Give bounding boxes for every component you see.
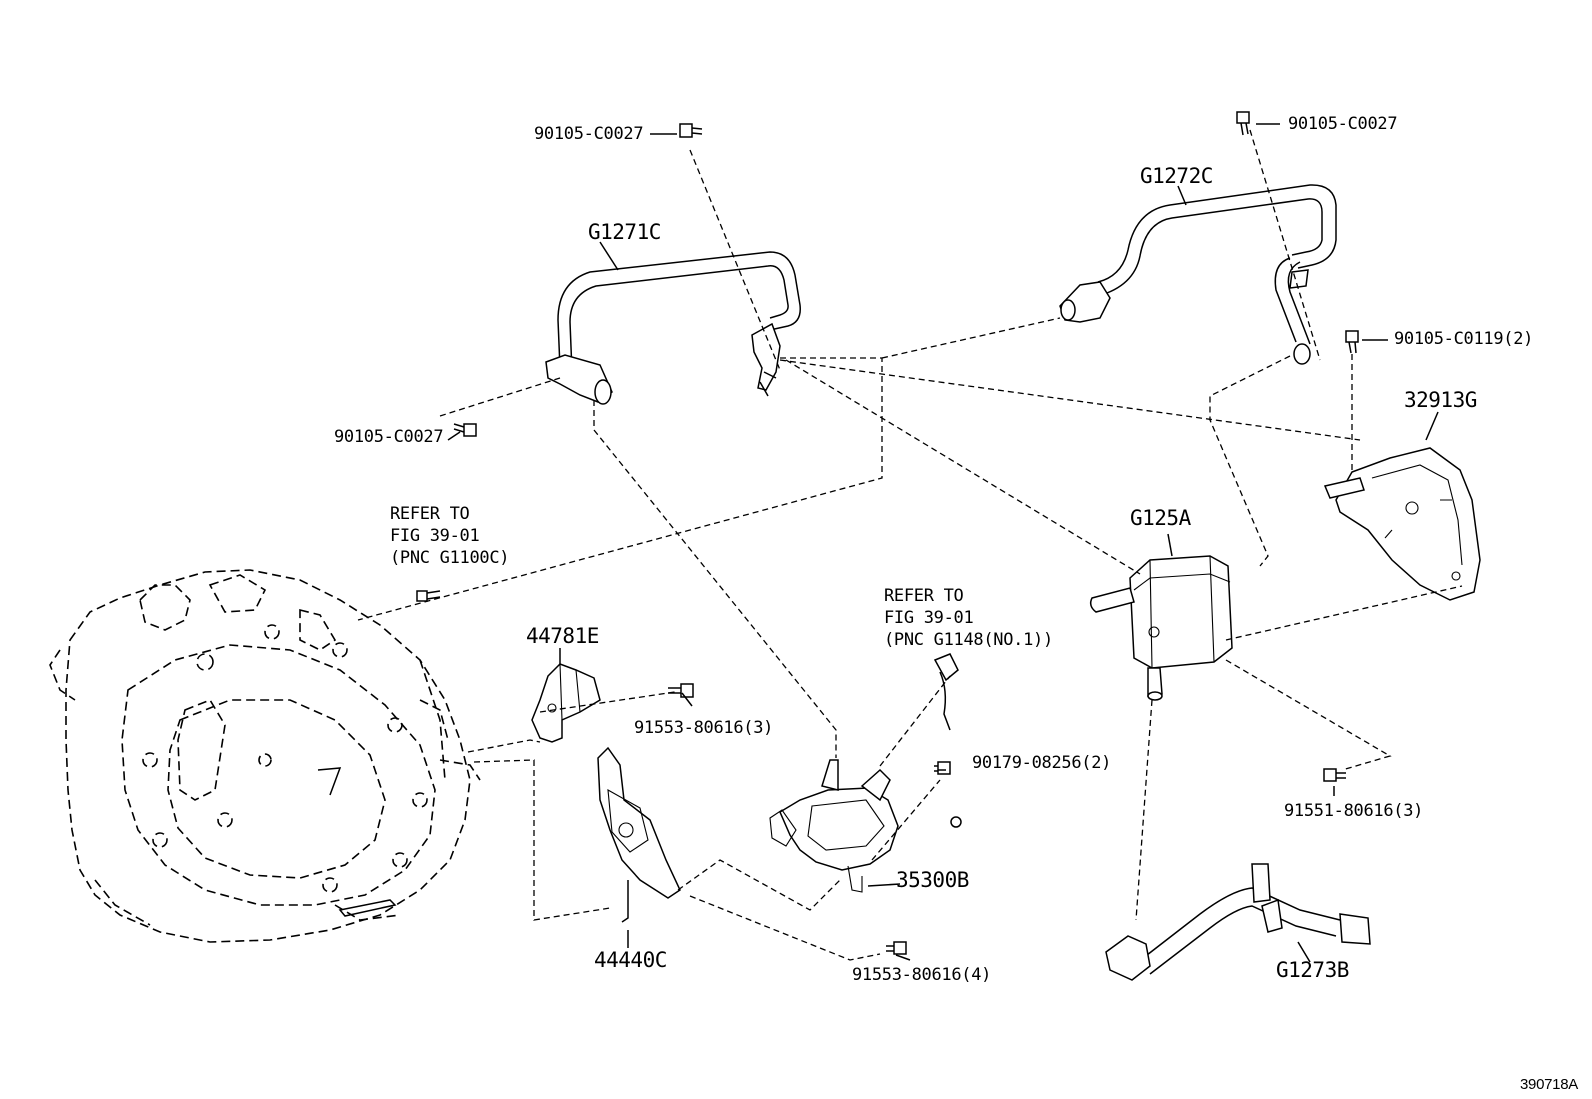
fasteners xyxy=(416,111,1359,955)
bracket-44781e-drawing xyxy=(531,663,601,743)
label-g1273b: G1273B xyxy=(1276,958,1349,982)
bolt-icon xyxy=(416,590,441,602)
pipe-g1271c-drawing xyxy=(545,251,801,405)
label-g125a: G125A xyxy=(1130,506,1191,530)
label-91553-80616-4: 91553-80616(4) xyxy=(852,965,992,985)
label-35300b: 35300B xyxy=(896,868,969,892)
bolt-icon xyxy=(679,123,703,138)
bracket-32913g-drawing xyxy=(1323,447,1481,601)
bolt-icon xyxy=(1323,768,1346,782)
cooler-g125a-drawing xyxy=(1089,555,1233,701)
transmission-housing xyxy=(49,569,481,943)
label-91553-80616-3: 91553-80616(3) xyxy=(634,718,774,738)
label-g1271c: G1271C xyxy=(588,220,661,244)
label-44781e: 44781E xyxy=(526,624,599,648)
label-90105-c0119: 90105-C0119(2) xyxy=(1394,329,1534,349)
bracket-44440c-drawing xyxy=(597,746,681,923)
label-90105-c0027-left: 90105-C0027 xyxy=(334,427,444,447)
hose-g1273b-drawing xyxy=(1105,863,1371,981)
bolt-icon xyxy=(934,761,951,775)
pump-35300b-drawing xyxy=(769,653,959,893)
bolt-icon xyxy=(453,423,477,437)
diagram-id: 390718A xyxy=(1520,1076,1578,1093)
label-g1272c: G1272C xyxy=(1140,164,1213,188)
bolt-icon xyxy=(1345,330,1359,354)
pipe-g1272c-drawing xyxy=(1059,184,1337,365)
label-90105-c0027-top-right: 90105-C0027 xyxy=(1288,114,1398,134)
bolt-icon xyxy=(886,941,907,955)
label-90105-c0027-top-left: 90105-C0027 xyxy=(534,124,644,144)
label-91551-80616: 91551-80616(3) xyxy=(1284,801,1424,821)
bolt-icon xyxy=(668,683,694,698)
bolt-icon xyxy=(950,816,962,828)
bolt-icon xyxy=(1236,111,1250,136)
reference-note-g1100c: REFER TO FIG 39-01 (PNC G1100C) xyxy=(390,504,510,568)
label-90179-08256: 90179-08256(2) xyxy=(972,753,1112,773)
label-32913g: 32913G xyxy=(1404,388,1477,412)
reference-note-g1148: REFER TO FIG 39-01 (PNC G1148(NO.1)) xyxy=(884,586,1053,650)
leader-lines xyxy=(447,123,1439,963)
label-44440c: 44440C xyxy=(594,948,667,972)
connection-lines xyxy=(357,129,1463,961)
